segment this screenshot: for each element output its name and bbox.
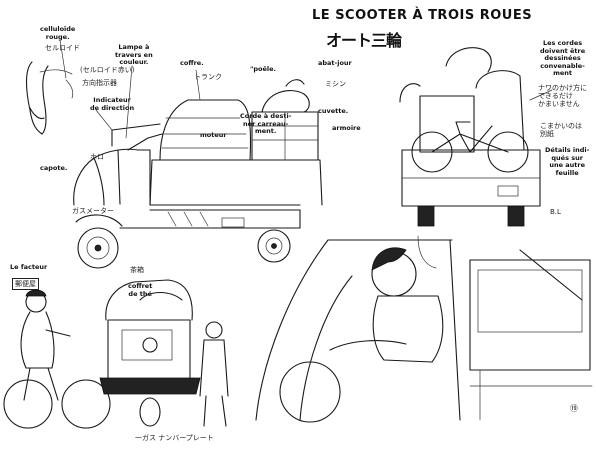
jp-note-trunk: トランク (194, 73, 222, 81)
sheet-subtitle-jp: オート三輪 (326, 31, 402, 50)
label-capote: capote. (40, 164, 68, 172)
label-coffre: coffre. (180, 59, 204, 67)
driver-closeup (255, 235, 593, 423)
label-facteur: Le facteur (10, 263, 48, 271)
label-lampe: Lampe à travers en couleur. (115, 43, 153, 66)
label-celluloide: celluloïde rouge. (40, 25, 76, 41)
label-poele: "poêle. (250, 65, 277, 73)
three-wheeler-side-view (73, 79, 323, 269)
jp-note-details: こまかいのは 別紙 (540, 122, 582, 138)
jp-note-tea-box: 茶箱 (130, 266, 144, 274)
jp-note-rope: ナワのかけ方に できるだけ かまいません (538, 84, 587, 108)
jp-note-gas: ガスメーター (72, 207, 114, 215)
sheet-title: LE SCOOTER À TROIS ROUES (312, 8, 533, 23)
label-cuvette: cuvette. (318, 107, 349, 115)
postman-on-bicycle (3, 289, 111, 429)
label-abat-jour: abat-jour (318, 59, 352, 67)
label-armoire: armoire (332, 124, 361, 132)
label-moteur: moteur (200, 131, 227, 139)
jp-note-plate: 一ガス ナンバープレート (135, 434, 214, 442)
jp-note-indicator: 方向指示器 (82, 79, 117, 87)
front-view-tea-chest (99, 279, 229, 427)
page-number: ⑲ (570, 404, 578, 413)
rear-view-loaded (399, 47, 541, 227)
jp-note-bl: B.L (550, 208, 561, 216)
label-coffret: coffret de thé (128, 282, 153, 298)
jp-note-postman: 郵便屋 (12, 278, 39, 290)
jp-note-sewing: ミシン (325, 80, 346, 88)
jp-note-celluloid: セルロイド (45, 44, 80, 52)
label-cordes-right: Les cordes doivent être dessinées conven… (540, 39, 586, 77)
jp-note-celluloid-red: (セルロイド赤い) (80, 66, 135, 74)
seat-detail-sketch (25, 61, 74, 135)
label-indicateur: Indicateur de direction (90, 96, 135, 112)
label-details: Détails indi- qués sur une autre feuille (545, 146, 590, 177)
